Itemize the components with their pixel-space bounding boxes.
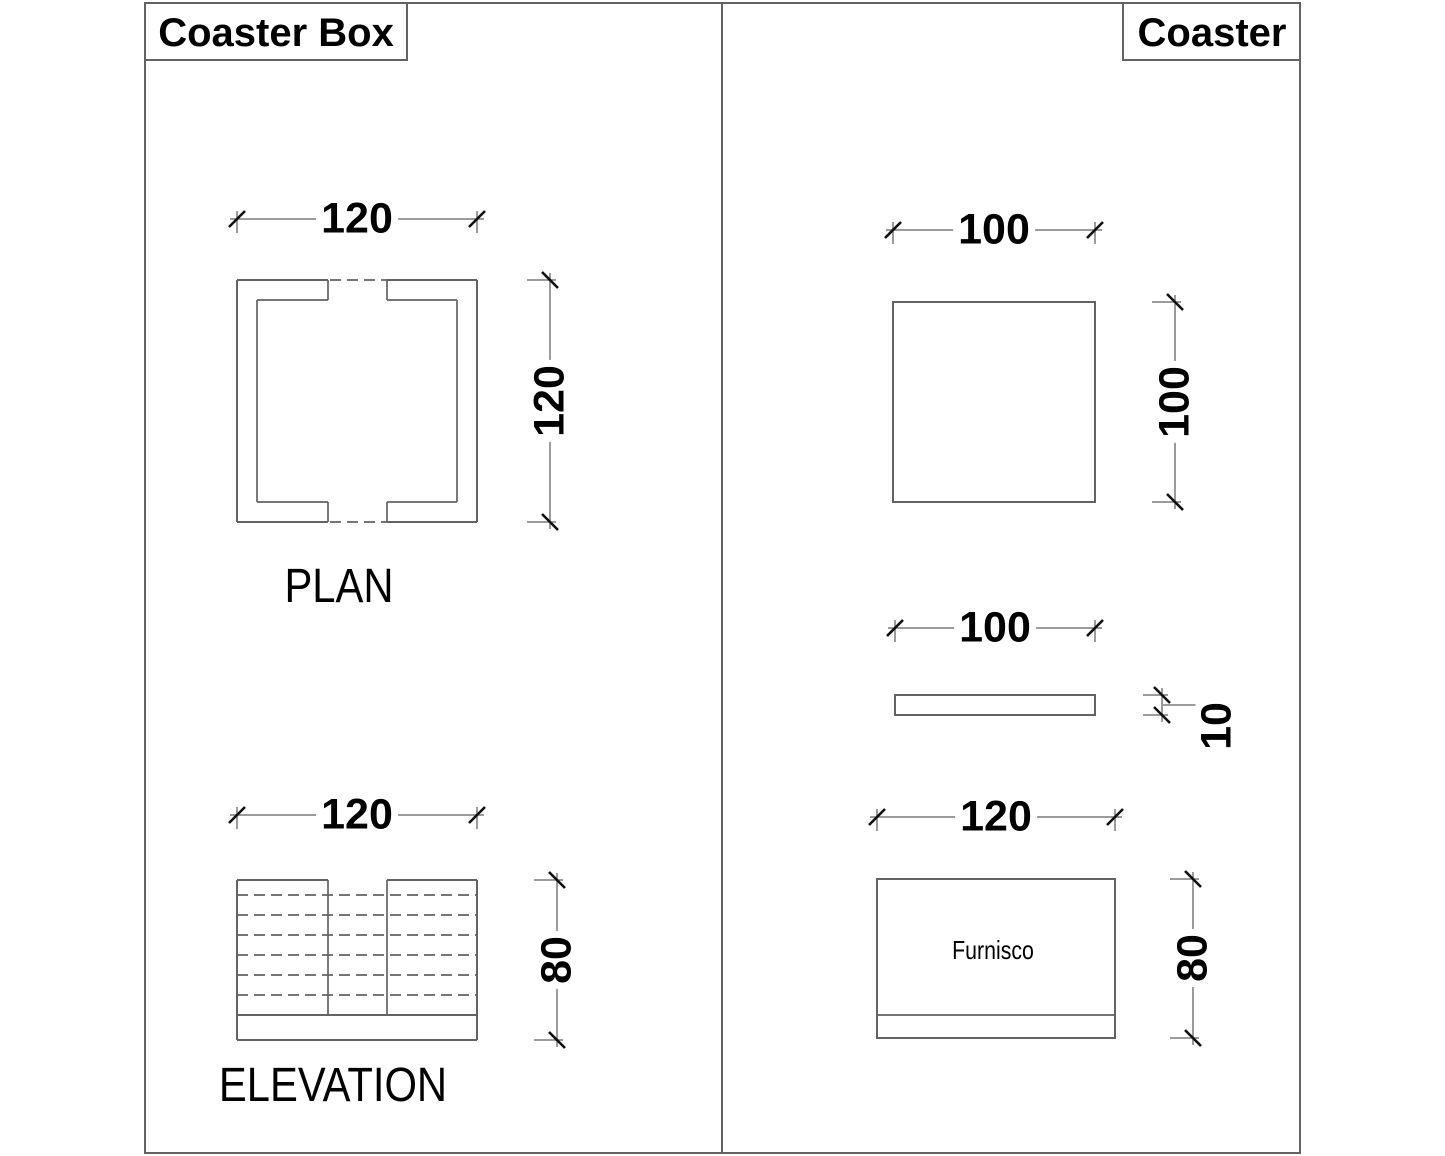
elevation-height-dim-text: 80: [533, 931, 581, 989]
coaster-front-width-dimension: [868, 808, 1124, 831]
coaster-front-height-dim-text: 80: [1169, 929, 1217, 987]
coaster-side-width-dimension: [886, 619, 1104, 642]
coaster-top-width-dimension: [884, 221, 1104, 244]
plan-hidden-edges: [330, 279, 387, 523]
plan-height-dimension: [527, 271, 559, 531]
elevation-view-label: ELEVATION: [218, 1059, 448, 1112]
elevation-width-dim-text: 120: [316, 793, 398, 837]
sheet-frame: [144, 2, 1301, 1154]
right-panel-title: Coaster: [1137, 11, 1287, 55]
left-panel-title: Coaster Box: [158, 11, 394, 55]
left-title-box: [144, 2, 408, 61]
coaster-top-width-dim-text: 100: [953, 208, 1035, 252]
plan-height-dim-text: 120: [526, 360, 574, 442]
plan-view-label: PLAN: [284, 560, 394, 613]
elevation-hidden-edges: [237, 894, 477, 996]
coaster-thickness-dimension: [1143, 686, 1205, 724]
coaster-top-view-geometry: [892, 301, 1096, 503]
right-title-box: [1122, 2, 1301, 61]
coaster-side-width-dim-text: 100: [954, 606, 1036, 650]
coaster-side-view-geometry: [894, 694, 1096, 716]
coaster-front-width-dim-text: 120: [955, 795, 1037, 839]
plan-width-dim-text: 120: [316, 197, 398, 241]
coaster-thickness-dim-text: 10: [1193, 697, 1241, 755]
coaster-box-elevation-geometry: [236, 879, 478, 1041]
elevation-height-dimension: [534, 871, 566, 1049]
coaster-top-height-dim-text: 100: [1151, 361, 1199, 443]
coaster-front-view-geometry: [876, 878, 1116, 1039]
coaster-box-plan-geometry: [236, 279, 478, 523]
coaster-front-height-dimension: [1170, 870, 1202, 1047]
brand-label: Furnisco: [952, 935, 1034, 965]
